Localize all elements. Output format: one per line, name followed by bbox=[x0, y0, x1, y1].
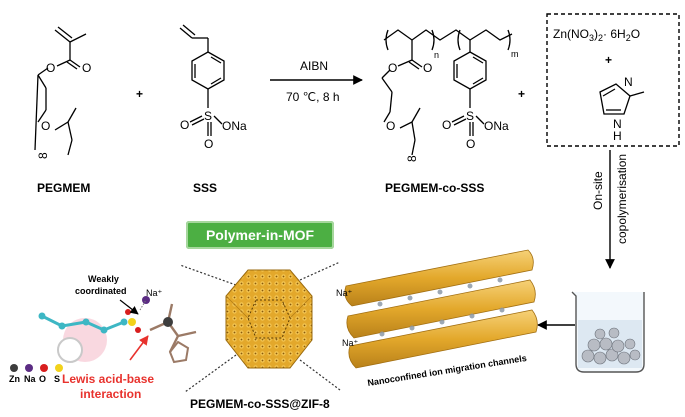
product-label: PEGMEM-co-SSS@ZIF-8 bbox=[190, 397, 330, 411]
copolymer-o2: O bbox=[466, 137, 475, 151]
step-label-line1: On-site bbox=[591, 171, 605, 210]
sss-sulfur: S bbox=[204, 109, 212, 123]
coordination-model bbox=[38, 296, 197, 364]
pegmem-ester-o: O bbox=[46, 61, 55, 75]
imidazole-nh-h: H bbox=[613, 129, 622, 143]
legend-swatch-s bbox=[55, 364, 63, 372]
repeat-m: m bbox=[511, 49, 519, 59]
pegmem-ether-o: O bbox=[41, 119, 50, 133]
copolymer-ether-o: O bbox=[386, 119, 395, 133]
imidazole-nh-n: N bbox=[613, 117, 622, 131]
conditions-label: 70 ℃, 8 h bbox=[286, 90, 340, 104]
pegmem-carbonyl-o: O bbox=[82, 61, 91, 75]
sss-structure bbox=[179, 24, 225, 136]
beaker-icon bbox=[571, 291, 645, 373]
imidazole-n: N bbox=[624, 75, 633, 89]
sss-ona: ONa bbox=[222, 119, 247, 133]
legend-label-s: S bbox=[54, 374, 60, 384]
pegmem-structure bbox=[34, 26, 87, 156]
plus-sign: + bbox=[518, 87, 525, 101]
interaction-line2: interaction bbox=[80, 387, 141, 401]
methylimidazole-structure bbox=[599, 83, 645, 115]
sss-o2: O bbox=[204, 137, 213, 151]
repeat-n: n bbox=[434, 50, 439, 60]
plus-sign: + bbox=[136, 87, 143, 101]
pegmem-label: PEGMEM bbox=[37, 181, 90, 195]
weak-label-line2: coordinated bbox=[75, 286, 127, 296]
zif8-crystal bbox=[179, 261, 341, 393]
legend-label-na: Na bbox=[24, 374, 36, 384]
copolymer-sulfur: S bbox=[466, 109, 474, 123]
legend-swatch-o bbox=[40, 364, 48, 372]
ion-channels bbox=[344, 249, 538, 369]
copolymer-label: PEGMEM-co-SSS bbox=[385, 181, 484, 195]
legend-label-zn: Zn bbox=[9, 374, 20, 384]
legend-label-o: O bbox=[39, 374, 46, 384]
sss-o1: O bbox=[180, 118, 189, 132]
legend-swatch-na bbox=[25, 364, 33, 372]
na-ion-label: Na⁺ bbox=[336, 288, 353, 298]
initiator-label: AIBN bbox=[300, 59, 328, 73]
weak-label-line1: Weakly bbox=[88, 274, 119, 284]
copolymer-ona: ONa bbox=[484, 119, 509, 133]
sss-label: SSS bbox=[193, 181, 217, 195]
copolymer-peg-index: 8 bbox=[405, 155, 419, 162]
copolymer-structure bbox=[381, 29, 513, 156]
step-label-line2: copolymerisation bbox=[615, 154, 629, 244]
copolymer-carbonyl-o: O bbox=[423, 61, 432, 75]
copolymer-ester-o: O bbox=[388, 61, 397, 75]
polymer-in-mof-badge: Polymer-in-MOF bbox=[186, 221, 334, 249]
copolymer-o1: O bbox=[442, 118, 451, 132]
zinc-salt-label: Zn(NO3)2· 6H2O bbox=[553, 27, 640, 43]
zif-precursor-box bbox=[546, 13, 680, 147]
plus-sign: + bbox=[605, 53, 612, 67]
na-ion-label: Na⁺ bbox=[146, 288, 163, 298]
interaction-line1: Lewis acid-base bbox=[62, 372, 154, 386]
na-ion-label: Na⁺ bbox=[342, 338, 359, 348]
pegmem-index: 8 bbox=[36, 152, 50, 159]
legend-swatch-zn bbox=[10, 364, 18, 372]
